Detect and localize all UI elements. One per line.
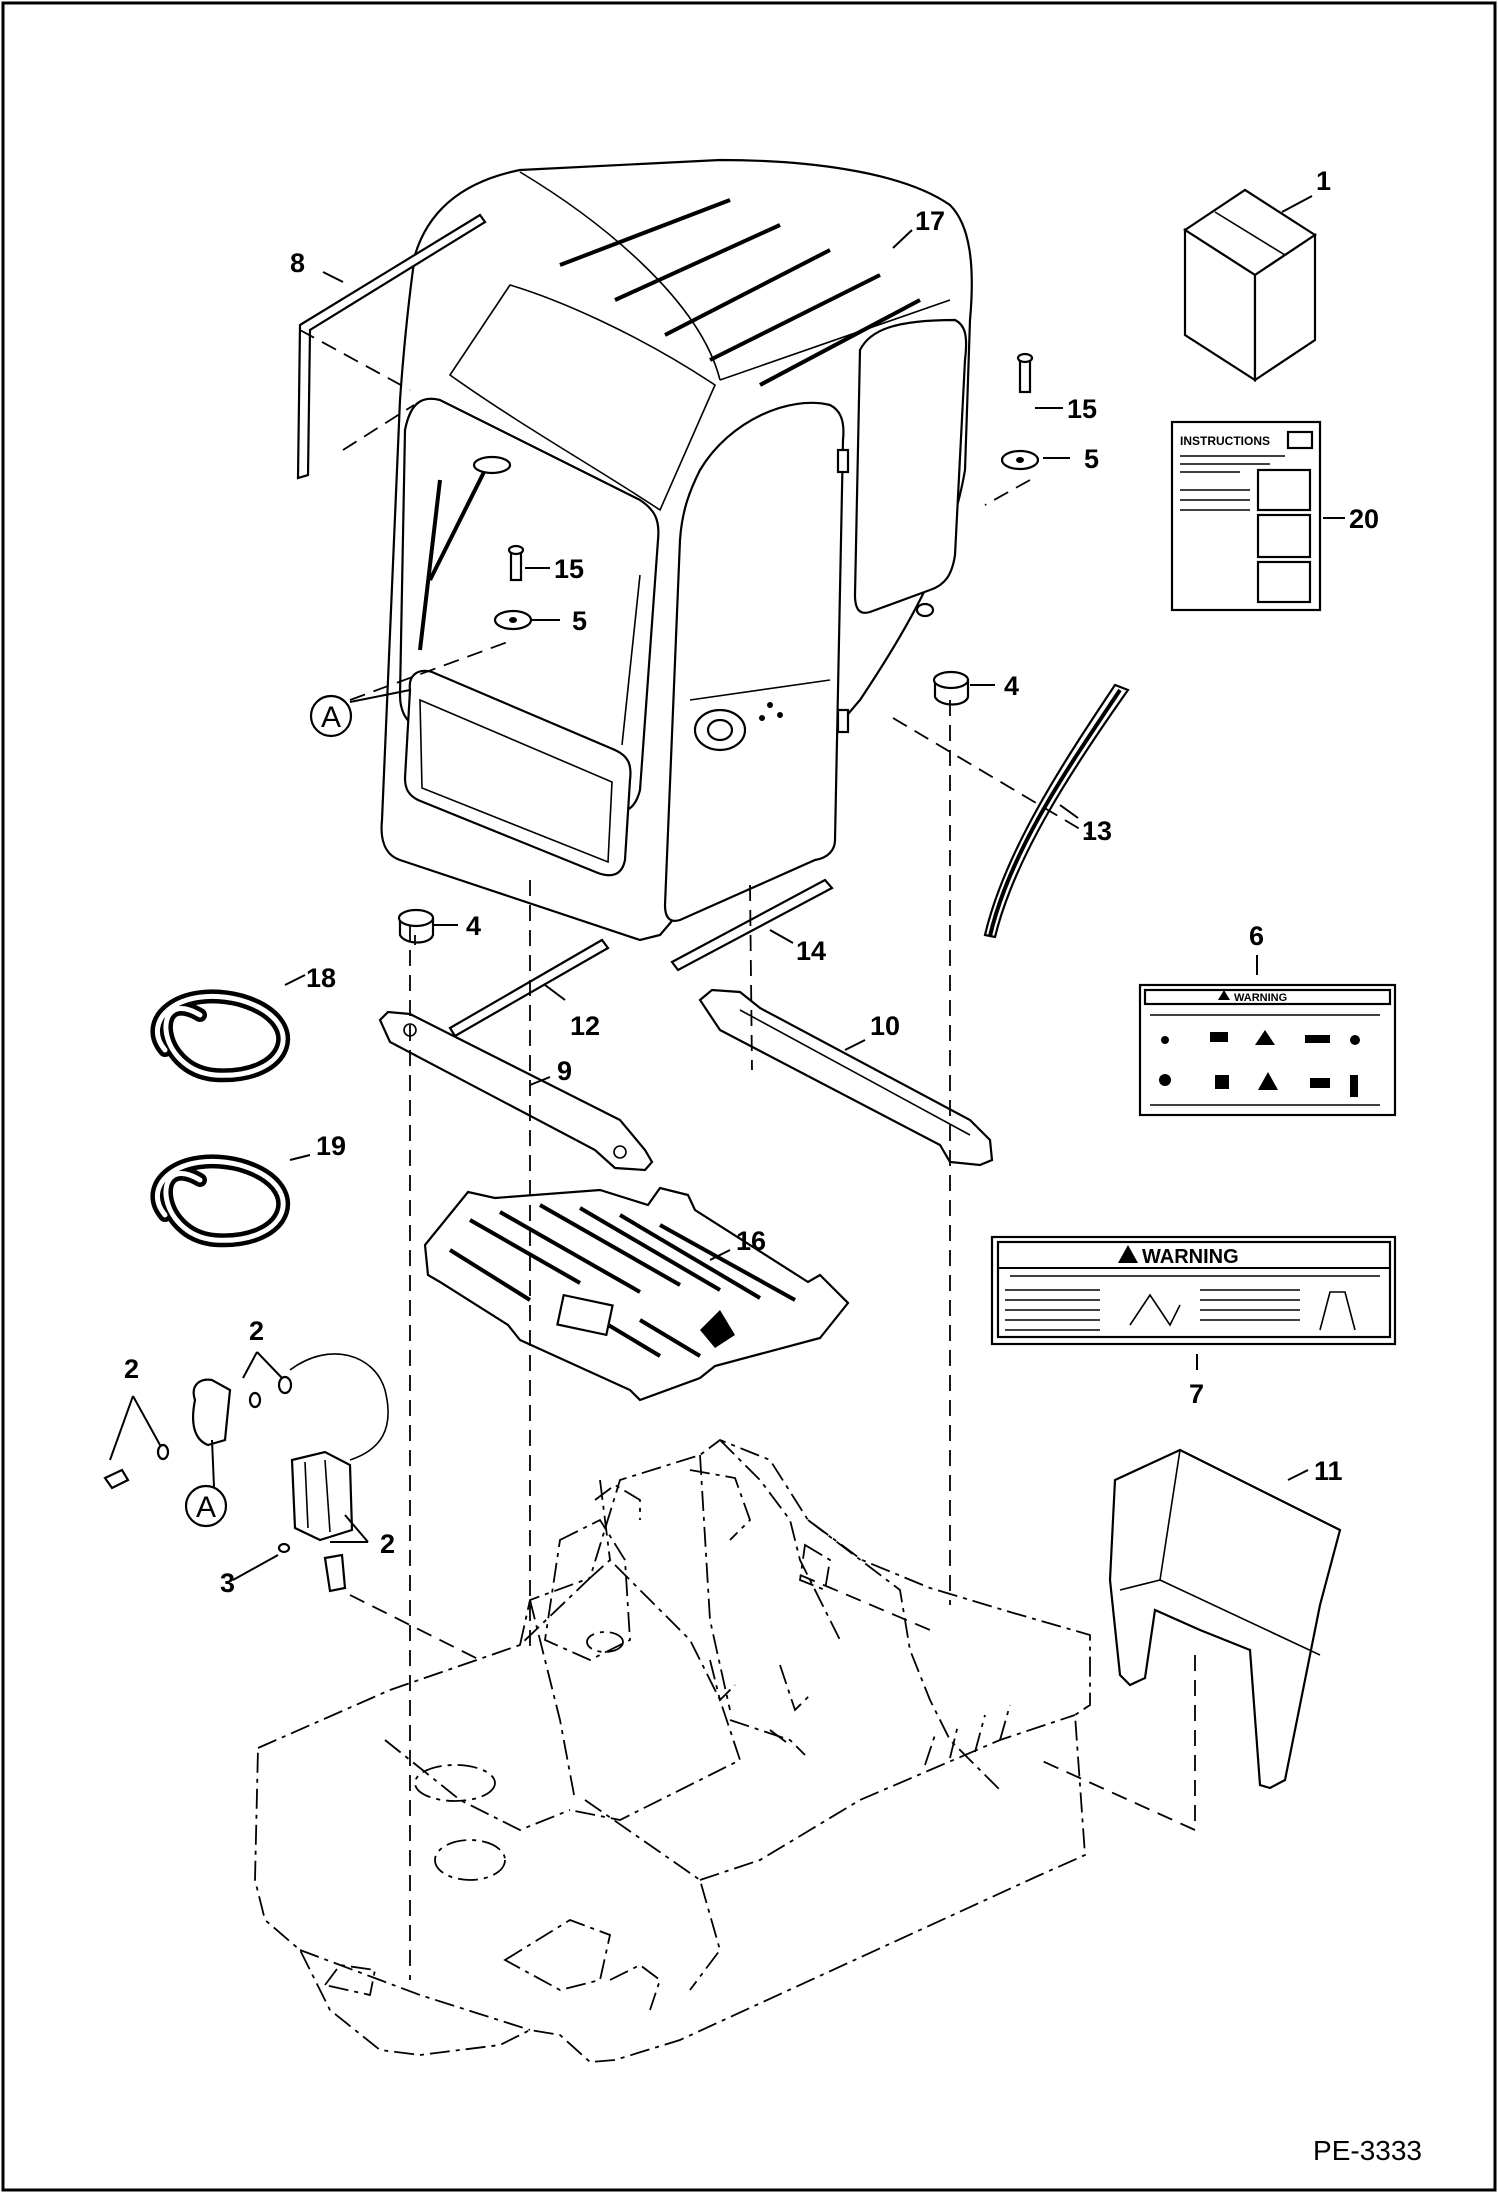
bar-10: [698, 988, 994, 1167]
callout-2-bottom: 2: [380, 1529, 395, 1559]
callout-10: 10: [870, 1011, 900, 1041]
callout-2-left: 2: [124, 1354, 139, 1384]
leader-lines: [109, 195, 1345, 1581]
hose-18: [150, 989, 291, 1083]
kit-box: [1182, 188, 1318, 383]
hose-19: [150, 1154, 291, 1248]
callout-5-left: 5: [572, 606, 587, 636]
callout-5-right: 5: [1084, 444, 1099, 474]
cab-assembly: [380, 158, 973, 942]
figure-id: PE-3333: [1313, 2135, 1422, 2166]
callout-15-right: 15: [1067, 394, 1097, 424]
callout-14: 14: [796, 936, 826, 966]
alignment-lines: [299, 329, 1196, 1980]
callout-17: 17: [915, 206, 945, 236]
trim-13: [983, 683, 1130, 939]
instructions-sheet: INSTRUCTIONS: [1170, 420, 1322, 612]
floor-mat-16: [423, 1186, 850, 1402]
decal-7: WARNING: [990, 1235, 1397, 1346]
seal-12: [448, 938, 610, 1038]
mount-left: [397, 544, 533, 944]
detail-ref-a-bottom: [184, 1484, 228, 1528]
seal-14: [670, 878, 834, 972]
callout-15-left: 15: [554, 554, 584, 584]
callout-20: 20: [1349, 504, 1379, 534]
detail-ref-a-top: [309, 694, 353, 738]
callout-1: 1: [1316, 166, 1331, 196]
callout-19: 19: [316, 1131, 346, 1161]
instructions-title: INSTRUCTIONS: [1180, 434, 1270, 448]
bar-9: [378, 1010, 654, 1172]
left-hardware: [103, 1353, 389, 1593]
seal-8: [296, 213, 487, 480]
callout-6: 6: [1249, 921, 1264, 951]
detail-ref-a-bottom-label: A: [196, 1491, 216, 1524]
panel-11: [1108, 1448, 1342, 1790]
callout-2-top: 2: [249, 1316, 264, 1346]
callout-4-left: 4: [466, 911, 481, 941]
callout-13: 13: [1082, 816, 1112, 846]
callouts: 1 17 8 15 5 20 15 5 4 13 4 14 6 18 12 10…: [124, 166, 1379, 1598]
decal-7-title: WARNING: [1142, 1246, 1239, 1268]
detail-ref-a-top-label: A: [321, 701, 341, 734]
callout-8: 8: [290, 248, 305, 278]
callout-16: 16: [736, 1226, 766, 1256]
callout-11: 11: [1314, 1456, 1343, 1486]
callout-7: 7: [1189, 1379, 1204, 1409]
decal-6: WARNING: [1138, 983, 1397, 1117]
mount-right: [932, 352, 1040, 706]
callout-9: 9: [557, 1056, 572, 1086]
callout-12: 12: [570, 1011, 600, 1041]
callout-18: 18: [306, 963, 336, 993]
decal-6-title: WARNING: [1234, 992, 1287, 1004]
callout-3: 3: [220, 1568, 235, 1598]
base-frame: [254, 1438, 1091, 2063]
callout-4-right: 4: [1004, 671, 1019, 701]
